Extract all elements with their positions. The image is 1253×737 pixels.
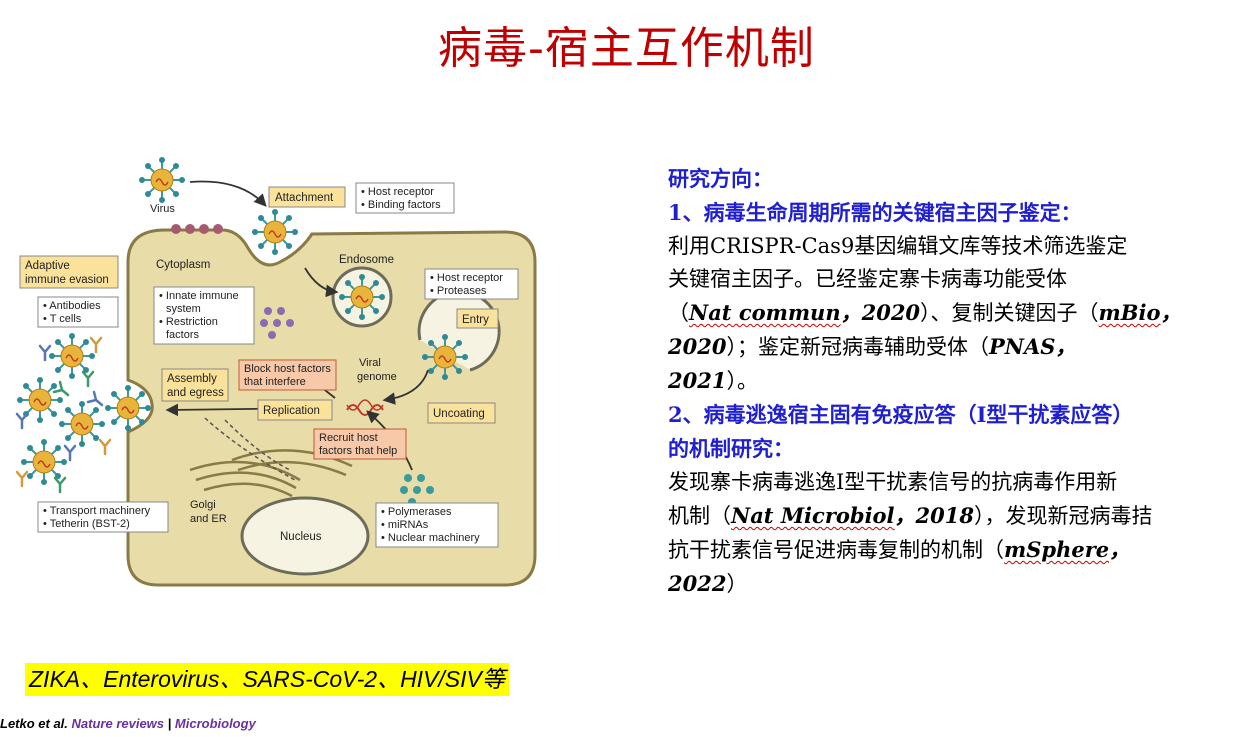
item1-title: 1、病毒生命周期所需的关键宿主因子鉴定： — [668, 200, 1082, 225]
info-line: • Polymerases — [381, 506, 452, 518]
adaptive-label-2: immune evasion — [25, 274, 109, 286]
block-host-label-2: that interfere — [244, 376, 306, 388]
innate-immune-box: • Innate immune system • Restriction fac… — [153, 286, 255, 345]
virus-icon — [421, 333, 469, 381]
citation-journal: Nature reviews — [71, 716, 165, 731]
virus-icon — [20, 438, 68, 486]
uncoating-label: Uncoating — [433, 408, 485, 420]
attachment-box: Attachment — [268, 186, 346, 208]
nucleus — [240, 496, 370, 576]
info-line: • Innate immune — [159, 290, 239, 302]
citation-section: Microbiology — [174, 716, 256, 731]
item2-title: 2、病毒逃逸宿主固有免疫应答（I型干扰素应答） — [668, 402, 1134, 427]
block-host-label-1: Block host factors — [244, 363, 331, 375]
info-line: • Host receptor — [430, 272, 503, 284]
assembly-label-1: Assembly — [167, 373, 217, 385]
info-line: • miRNAs — [381, 519, 429, 531]
innate-factors-dots — [260, 307, 294, 339]
entry-label: Entry — [462, 314, 489, 326]
virus-list-highlight: ZIKA、Enterovirus、SARS-CoV-2、HIV/SIV等 — [25, 663, 509, 696]
virus-icon — [251, 208, 299, 256]
host-receptor-binding-box: • Host receptor • Binding factors — [355, 182, 455, 214]
virus-icon — [338, 273, 386, 321]
golgi-er — [189, 449, 353, 498]
item2-line: 2022） — [668, 571, 748, 596]
viral-genome-icon — [346, 404, 384, 416]
replication-box: Replication — [257, 399, 333, 421]
journal-name: Nat commun — [689, 300, 841, 325]
info-line: • Antibodies — [43, 300, 101, 312]
page-title: 病毒-宿主互作机制 — [438, 23, 815, 74]
membrane-receptors — [171, 224, 223, 234]
item1-line: 2021）。 — [668, 368, 758, 393]
info-line: • Restriction — [159, 316, 218, 328]
info-line: • Nuclear machinery — [381, 532, 480, 544]
item1-line: （Nat commun，2020）、复制关键因子（mBio， — [668, 300, 1182, 325]
block-host-box: Block host factors that interfere — [238, 359, 337, 391]
research-heading: 研究方向： — [668, 166, 773, 191]
polymerases-box: • Polymerases • miRNAs • Nuclear machine… — [375, 502, 499, 548]
recruit-host-box: Recruit host factors that help — [313, 428, 407, 460]
info-line: • Tetherin (BST-2) — [43, 518, 130, 530]
virus-icon — [138, 156, 186, 204]
info-line: • Binding factors — [361, 199, 441, 211]
info-line: system — [166, 303, 201, 315]
assembly-label-2: and egress — [167, 387, 224, 399]
golgi-label-1: Golgi — [190, 499, 216, 511]
antibodies-tcells-box: • Antibodies • T cells — [37, 296, 119, 328]
golgi-label-2: and ER — [190, 513, 227, 525]
replication-label: Replication — [263, 405, 320, 417]
nucleus-label: Nucleus — [280, 531, 322, 543]
attachment-label: Attachment — [275, 192, 334, 204]
egress-path — [224, 419, 291, 471]
virus-icon — [48, 332, 96, 380]
assembly-box: Assembly and egress — [161, 368, 229, 402]
citation-separator: | — [164, 716, 175, 731]
virus-icon — [58, 400, 106, 448]
cytoplasm-label: Cytoplasm — [156, 259, 210, 271]
antibodies-icon — [15, 336, 112, 494]
item2-title: 的机制研究： — [668, 436, 794, 461]
journal-name: mSphere — [1004, 537, 1110, 562]
item1-line: 利用CRISPR-Cas9基因编辑文库等技术筛选鉴定 — [668, 234, 1128, 258]
adaptive-label-1: Adaptive — [25, 260, 70, 272]
recruit-host-label-1: Recruit host — [319, 432, 378, 444]
item1-line: 2020）；鉴定新冠病毒辅助受体（PNAS， — [668, 334, 1077, 359]
research-directions-panel: 研究方向： 1、病毒生命周期所需的关键宿主因子鉴定： 利用CRISPR-Cas9… — [668, 162, 1228, 601]
journal-name: mBio — [1098, 300, 1161, 325]
virus-icon — [104, 384, 152, 432]
egress-path — [204, 417, 296, 481]
uncoating-box: Uncoating — [427, 402, 496, 424]
item2-line: 机制（Nat Microbiol，2018），发现新冠病毒拮 — [668, 503, 1153, 528]
citation-authors: Letko et al. — [0, 716, 72, 731]
item2-line: 发现寨卡病毒逃逸I型干扰素信号的抗病毒作用新 — [668, 470, 1118, 494]
entry-box: Entry — [456, 308, 499, 329]
info-line: • Transport machinery — [43, 505, 151, 517]
citation: Letko et al. Nature reviews | Microbiolo… — [0, 716, 256, 731]
journal-name: Nat Microbiol — [731, 503, 895, 528]
virus-lifecycle-diagram: Nucleus Golgi and ER Viral genome Virus — [15, 156, 537, 587]
item2-line: 抗干扰素信号促进病毒复制的机制（mSphere， — [668, 537, 1131, 562]
host-receptor-proteases-box: • Host receptor • Proteases — [424, 268, 519, 300]
info-line: • Host receptor — [361, 186, 434, 198]
recruit-host-label-2: factors that help — [319, 445, 397, 457]
virus-label: Virus — [150, 203, 175, 215]
transport-machinery-box: • Transport machinery • Tetherin (BST-2) — [37, 501, 169, 533]
info-line: factors — [166, 329, 200, 341]
viral-genome-label-1: Viral — [359, 357, 381, 369]
item1-line: 关键宿主因子。已经鉴定寨卡病毒功能受体 — [668, 267, 1067, 291]
info-line: • T cells — [43, 313, 82, 325]
info-line: • Proteases — [430, 285, 487, 297]
journal-name: PNAS — [988, 334, 1056, 359]
viral-genome-label-2: genome — [357, 371, 397, 383]
endosome-label: Endosome — [339, 254, 394, 266]
adaptive-box: Adaptive immune evasion — [19, 255, 119, 289]
